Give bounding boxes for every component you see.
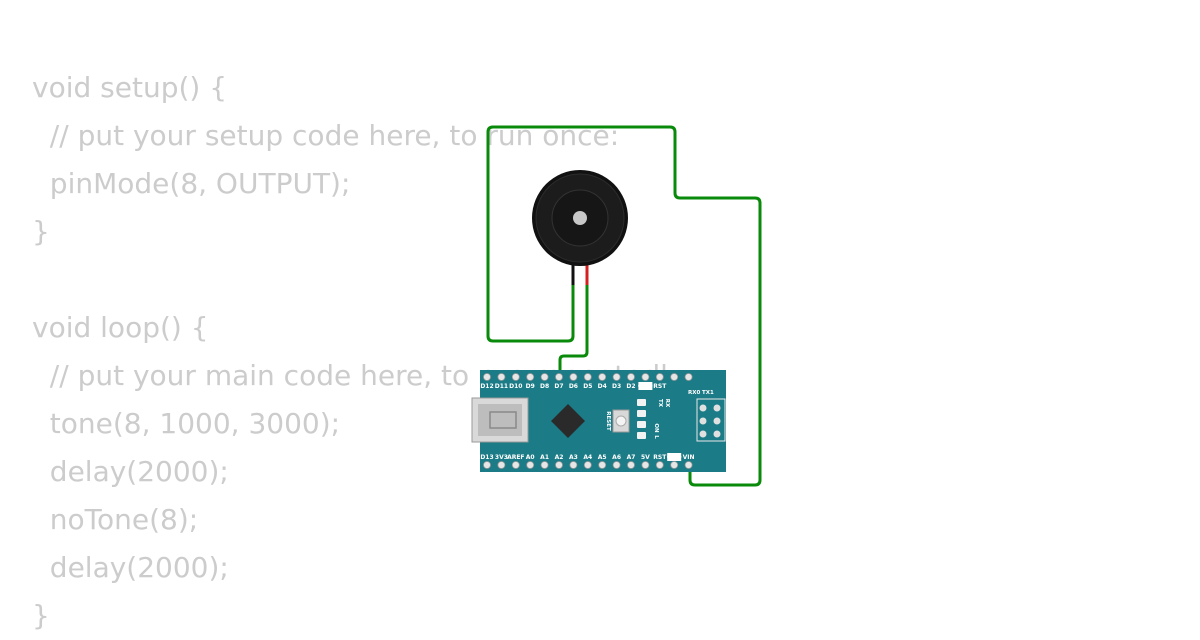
bottom-pin-label: 3V3 [495,454,508,461]
code-line-8: tone(8, 1000, 3000); [32,407,341,440]
wires [486,125,762,487]
bottom-pin[interactable] [641,461,650,469]
bottom-gnd-label-bg [667,453,682,461]
top-pin-label: D3 [612,383,621,390]
code-line-3: pinMode(8, OUTPUT); [32,167,351,200]
top-pin[interactable] [526,373,535,381]
top-pin-label: GND [638,383,653,390]
bottom-pin[interactable] [627,461,635,469]
reset-button[interactable] [612,409,630,433]
top-pin[interactable] [511,373,520,381]
bottom-pin[interactable] [684,461,693,469]
bottom-pin-label: A2 [555,454,564,461]
usb-connector [471,397,529,443]
bottom-pin-label: A5 [598,454,607,461]
mcu-chip [551,404,585,438]
bottom-pin[interactable] [526,461,535,469]
top-pin[interactable] [641,373,650,381]
bottom-pin-label: RST [653,454,667,461]
wire-d8-to-buzzer[interactable] [558,283,589,380]
bottom-pin-label: A7 [627,454,636,461]
code-line-12: } [32,599,50,632]
top-pin-label: D2 [626,383,635,390]
bottom-pin[interactable] [569,461,578,469]
top-pin[interactable] [483,373,491,381]
bottom-pin-label: GND [667,454,682,461]
status-leds [637,399,646,439]
top-pin[interactable] [583,373,592,381]
rx0-label: RX0 [688,390,700,396]
bottom-pin[interactable] [555,461,563,469]
bottom-pin[interactable] [511,461,520,469]
code-editor[interactable]: void setup() { // put your setup code he… [32,64,692,640]
bottom-pin[interactable] [483,461,491,469]
top-pin-label: D9 [526,383,535,390]
bottom-pin[interactable] [583,461,592,469]
top-pin-label: D4 [598,383,607,390]
bottom-pin[interactable] [655,461,664,469]
bottom-pin-label: A0 [526,454,535,461]
top-pin[interactable] [684,373,693,381]
top-pin-label: D7 [554,383,563,390]
code-line-11: delay(2000); [32,551,229,584]
bottom-pin[interactable] [598,461,607,469]
led-label-rx: RX [664,399,670,408]
bottom-pin-label: AREF [507,454,524,461]
top-pin[interactable] [627,373,635,381]
code-line-2: // put your setup code here, to run once… [32,119,620,152]
bottom-pin-label: A6 [612,454,621,461]
bottom-pin-label: A3 [569,454,578,461]
top-pin-label: D10 [509,383,522,390]
top-pin-label: D5 [583,383,592,390]
bottom-pin[interactable] [612,461,621,469]
bottom-pin-label: A1 [540,454,549,461]
led-label-on: ON [653,423,659,433]
top-pin-label: D11 [495,383,508,390]
buzzer-center [573,211,587,225]
top-pin[interactable] [497,373,506,381]
icsp-header [696,398,726,442]
reset-label: RESET [605,411,611,431]
wire-gnd-to-buzzer[interactable] [486,125,762,487]
code-line-9: delay(2000); [32,455,229,488]
piezo-buzzer[interactable] [532,170,628,285]
top-pin[interactable] [540,373,549,381]
code-line-10: noTone(8); [32,503,199,536]
bottom-pin-label: A4 [583,454,592,461]
top-pin[interactable] [569,373,578,381]
led-label-tx: TX [657,399,663,408]
led-label-l: L [653,435,659,439]
top-pin-label: D8 [540,383,549,390]
top-pin[interactable] [598,373,607,381]
top-pin[interactable] [612,373,621,381]
bottom-pin-label: VIN [683,454,695,461]
bottom-pin-label: 5V [641,454,650,461]
bottom-pin-label: D13 [480,454,493,461]
code-line-1: void setup() { [32,71,228,104]
top-pin-label: D12 [480,383,493,390]
top-pin[interactable] [555,373,563,381]
bottom-pin[interactable] [497,461,506,469]
top-gnd-label-bg [638,382,653,390]
top-pin[interactable] [655,373,664,381]
bottom-pin[interactable] [670,461,679,469]
code-line-6: void loop() { [32,311,209,344]
code-line-4: } [32,215,50,248]
top-pin[interactable] [670,373,679,381]
bottom-pin[interactable] [540,461,549,469]
top-pin-label: RST [653,383,667,390]
tx1-label: TX1 [702,390,714,396]
top-pin-label: D6 [569,383,578,390]
